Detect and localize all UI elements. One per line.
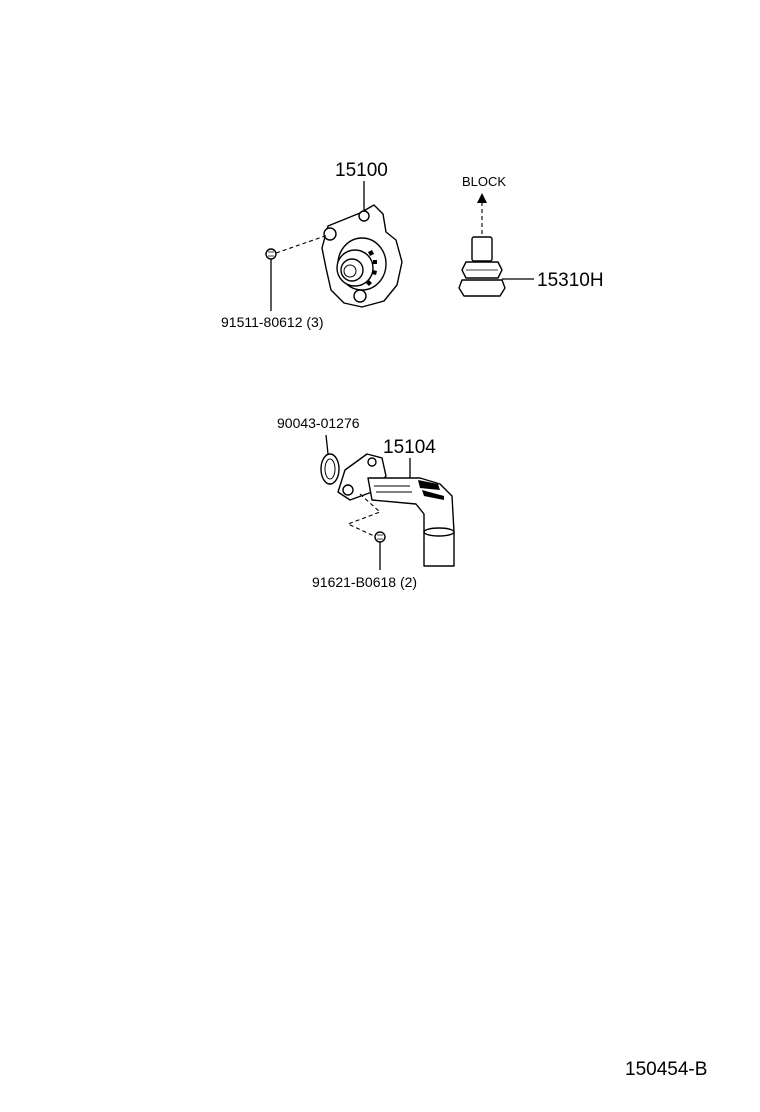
pipe-bolt[interactable] [346, 493, 386, 570]
label-15310H: 15310H [537, 270, 604, 291]
o-ring-inner [324, 458, 336, 480]
label-91511-80612: 91511-80612 (3) [221, 314, 323, 330]
block-arrow [477, 193, 487, 236]
o-ring[interactable] [320, 453, 340, 485]
pipe-flange-hole [342, 484, 354, 496]
pump-ear-2 [358, 210, 370, 222]
pump-bolt-dashed-line [275, 234, 329, 254]
diagram-id: 150454-B [625, 1059, 707, 1080]
o-ring-leader [325, 434, 329, 455]
pipe-bolt-head [374, 531, 386, 543]
pipe-strainer [418, 480, 444, 500]
block-arrow-head [477, 193, 487, 203]
label-15100: 15100 [335, 160, 388, 181]
pump-ear-3 [353, 289, 367, 303]
oil-pressure-switch[interactable] [458, 236, 534, 297]
pump-shaft [343, 264, 357, 278]
label-15104: 15104 [383, 437, 436, 458]
pump-bolt-head [265, 248, 277, 260]
pipe-highlight [374, 485, 412, 493]
pump-gear-teeth [366, 250, 377, 286]
pump-ear-1 [323, 227, 337, 241]
label-91621-B0618: 91621-B0618 (2) [312, 574, 417, 590]
pipe-collar [423, 527, 455, 537]
pipe-lower-tube [423, 531, 455, 567]
pipe-bolt-hatch [377, 534, 383, 540]
oil-pump-assembly[interactable] [321, 181, 403, 308]
switch-base [458, 279, 506, 297]
pipe-bolt-dashed-line [346, 493, 382, 537]
pipe-flange-hole-2 [367, 457, 377, 467]
o-ring-outer [320, 453, 340, 485]
switch-tip [471, 236, 493, 262]
oil-pipe[interactable] [337, 453, 455, 567]
label-block: BLOCK [462, 174, 506, 189]
label-90043-01276: 90043-01276 [277, 415, 360, 431]
pump-bolt[interactable] [265, 234, 329, 311]
pump-bolt-hatch [268, 251, 274, 257]
